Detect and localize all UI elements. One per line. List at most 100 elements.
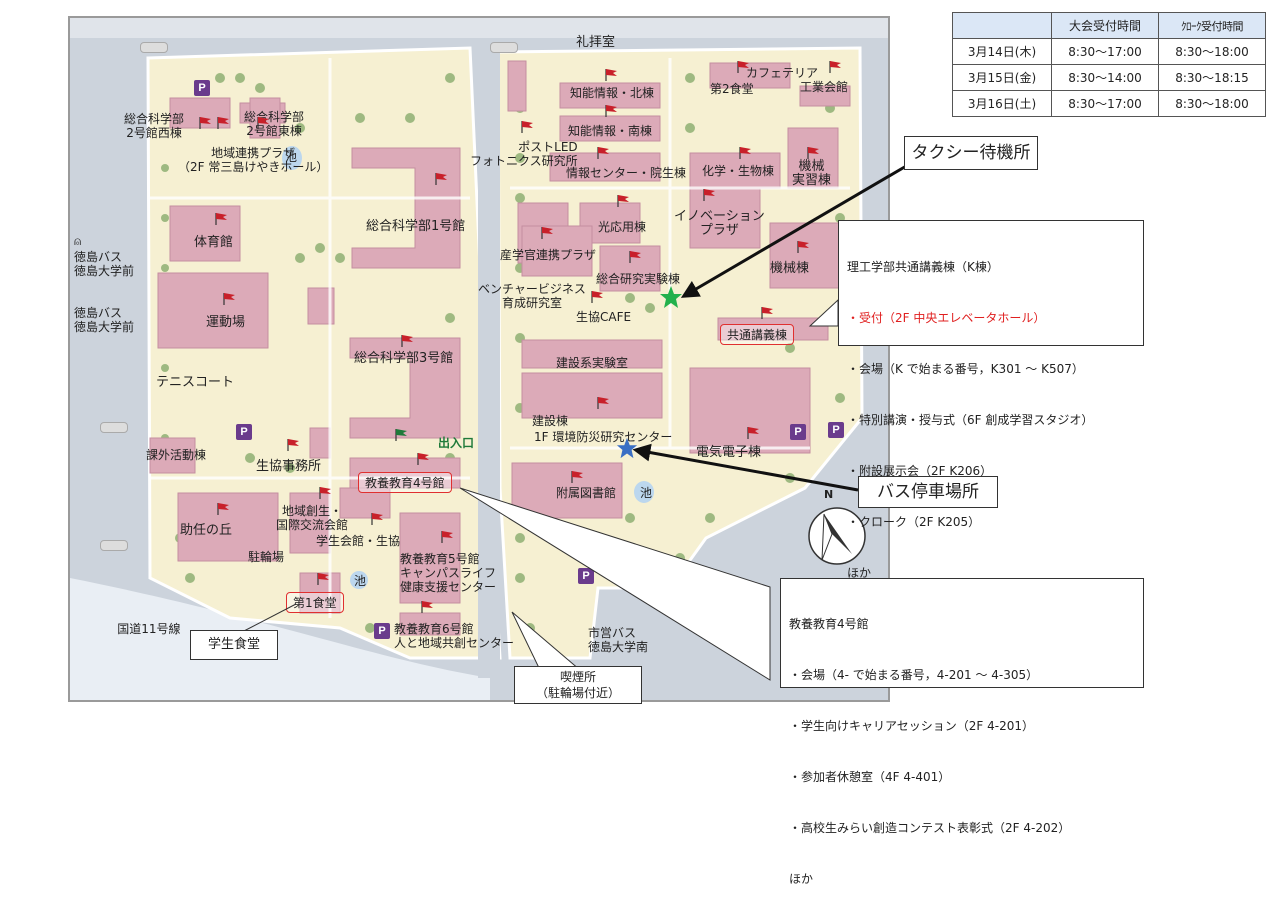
- building-gym: 体育館: [194, 235, 234, 250]
- kyotsu-info-line: ・クローク（2F K205）: [847, 515, 981, 529]
- parking-icon: P: [828, 422, 844, 438]
- pond-west: [282, 146, 302, 170]
- building-reihaishitsu: 礼拝室: [576, 35, 616, 50]
- building-sogo-kenkyu: 総合研究実験棟: [596, 272, 681, 286]
- building-kikai-jikken: 機械 実習棟: [792, 159, 832, 188]
- kyoyo-info-line: ・参加者休憩室（4F 4-401）: [789, 770, 951, 784]
- flag-icon: [629, 251, 641, 263]
- flag-icon: [571, 471, 583, 483]
- bus-star-icon: [616, 437, 638, 459]
- taxi-callout: タクシー待機所: [904, 136, 1038, 170]
- flag-icon: [747, 427, 759, 439]
- building-chiiki-sosei: 地域創生・ 国際交流会館: [276, 504, 349, 532]
- building-sougou3: 総合科学部3号館: [354, 351, 454, 366]
- flag-icon: [829, 61, 841, 73]
- bus-stop-shiei-label: 市営バス 徳島大学南: [588, 626, 649, 654]
- building-kagaku: 化学・生物棟: [702, 164, 775, 178]
- flag-icon: [257, 117, 269, 129]
- parking-icon: P: [790, 424, 806, 440]
- entrance-label: 出入口: [438, 436, 475, 450]
- table-header-cell: 大会受付時間: [1051, 12, 1159, 39]
- compass-icon: [808, 507, 866, 565]
- building-kyotsu-highlight: 共通講義棟: [720, 324, 795, 345]
- campus-map: P P P P P P N 国道11号線: [68, 16, 890, 702]
- kyotsu-info-line: ・受付（2F 中央エレベータホール）: [847, 311, 1046, 325]
- building-joho-center: 情報センター・院生棟: [566, 166, 687, 180]
- building-kogyo-kaikan: 工業会館: [800, 80, 849, 94]
- flag-icon: [605, 69, 617, 81]
- flag-icon: [521, 121, 533, 133]
- building-kagai: 課外活動棟: [146, 448, 207, 462]
- flag-icon: [737, 61, 749, 73]
- pond-south: [350, 571, 368, 589]
- flag-icon: [417, 453, 429, 465]
- pond-library: [634, 481, 654, 503]
- building-kensetsu: 建設棟: [532, 414, 569, 428]
- taxi-star-icon: [660, 286, 682, 308]
- building-kyoyo4-highlight: 教養教育4号館: [358, 472, 452, 493]
- bus-stop-tokushima-1-label: 徳島バス 徳島大学前: [74, 250, 135, 278]
- kyoyo-info-line: ほか: [789, 872, 814, 886]
- flag-icon: [401, 335, 413, 347]
- flag-icon: [797, 241, 809, 253]
- building-chino-kita: 知能情報・北棟: [570, 86, 655, 100]
- west-buildings: [149, 97, 461, 636]
- road-label: 国道11号線: [117, 622, 181, 636]
- parking-icon: P: [374, 623, 390, 639]
- building-chino-minami: 知能情報・南棟: [568, 124, 653, 138]
- kyoyo-info-box: 教養教育4号館 ・会場（4- で始まる番号，4-201 ～ 4-305） ・学生…: [780, 578, 1144, 886]
- table-cell: 8:30～17:00: [1051, 38, 1159, 65]
- building-post-led: ポストLED フォトニクス研究所: [470, 140, 578, 168]
- table-row: 3月14日(木) 8:30～17:00 8:30～18:00: [952, 38, 1266, 65]
- tennis-court-label: テニスコート: [156, 375, 235, 390]
- flag-icon: [215, 213, 227, 225]
- flag-icon: [807, 147, 819, 159]
- building-sangaku: 産学官連携プラザ: [500, 248, 597, 262]
- gakusei-shokudo-callout: 学生食堂: [190, 630, 278, 660]
- traffic-light-icon: [100, 422, 128, 433]
- kyoyo-info-line: ・会場（4- で始まる番号，4-201 ～ 4-305）: [789, 668, 1039, 682]
- building-cafeteria: カフェテリア: [746, 66, 819, 80]
- parking-icon: P: [236, 424, 252, 440]
- flag-icon: [703, 189, 715, 201]
- building-innovation: イノベーション プラザ: [674, 209, 765, 238]
- bus-parking-callout: バス停車場所: [858, 476, 998, 508]
- flag-icon: [371, 513, 383, 525]
- flag-icon: [223, 293, 235, 305]
- reception-hours-table: 大会受付時間 ｸﾛｰｸ受付時間 3月14日(木) 8:30～17:00 8:30…: [952, 12, 1266, 117]
- flag-icon: [617, 195, 629, 207]
- table-row: 3月15日(金) 8:30～14:00 8:30～18:15: [952, 64, 1266, 91]
- building-kensetsu-jikken: 建設系実験室: [556, 356, 629, 370]
- table-cell: 8:30～18:00: [1158, 90, 1266, 117]
- flag-icon: [199, 117, 211, 129]
- campus-map-canvas: [70, 18, 888, 700]
- smoking-callout: 喫煙所 （駐輪場付近）: [514, 666, 642, 704]
- table-cell: 8:30～18:00: [1158, 38, 1266, 65]
- traffic-light-icon: [140, 42, 168, 53]
- building-seikyo-jimusho: 生協事務所: [256, 459, 322, 474]
- leader-lines: [241, 163, 909, 681]
- building-kikai: 機械棟: [770, 261, 810, 276]
- flag-icon: [421, 601, 433, 613]
- flag-icon: [597, 147, 609, 159]
- building-josei-no-oka: 助任の丘: [180, 523, 233, 538]
- flag-icon: [435, 173, 447, 185]
- building-gakusei-kaikan: 学生会館・生協: [316, 534, 401, 548]
- kyoyo-info-title: 教養教育4号館: [789, 617, 869, 631]
- kyotsu-info-line: ・附設展示会（2F K206）: [847, 464, 993, 478]
- flag-icon: [217, 117, 229, 129]
- building-denki: 電気電子棟: [696, 445, 762, 460]
- building-venture: ベンチャービジネス 育成研究室: [478, 282, 586, 310]
- parking-icon: P: [578, 568, 594, 584]
- north-arrow: N: [808, 488, 868, 568]
- flag-icon: [605, 105, 617, 117]
- bus-stop-tokushima-2-label: 徳島バス 徳島大学前: [74, 306, 135, 334]
- building-koyo: 光応用棟: [598, 220, 647, 234]
- building-kyoyo5: 教養教育5号館 キャンパスライフ 健康支援センター: [400, 552, 497, 594]
- building-sougou1: 総合科学部1号館: [366, 219, 466, 234]
- parking-icon: P: [194, 80, 210, 96]
- kyotsu-info-line: ・会場（K で始まる番号，K301 ～ K507）: [847, 362, 1084, 376]
- kyotsu-info-line: ・特別講演・授与式（6F 創成学習スタジオ）: [847, 413, 1094, 427]
- building-sougou2west: 総合科学部 2号館西棟: [124, 112, 185, 140]
- building-churinjo: 駐輪場: [248, 550, 285, 564]
